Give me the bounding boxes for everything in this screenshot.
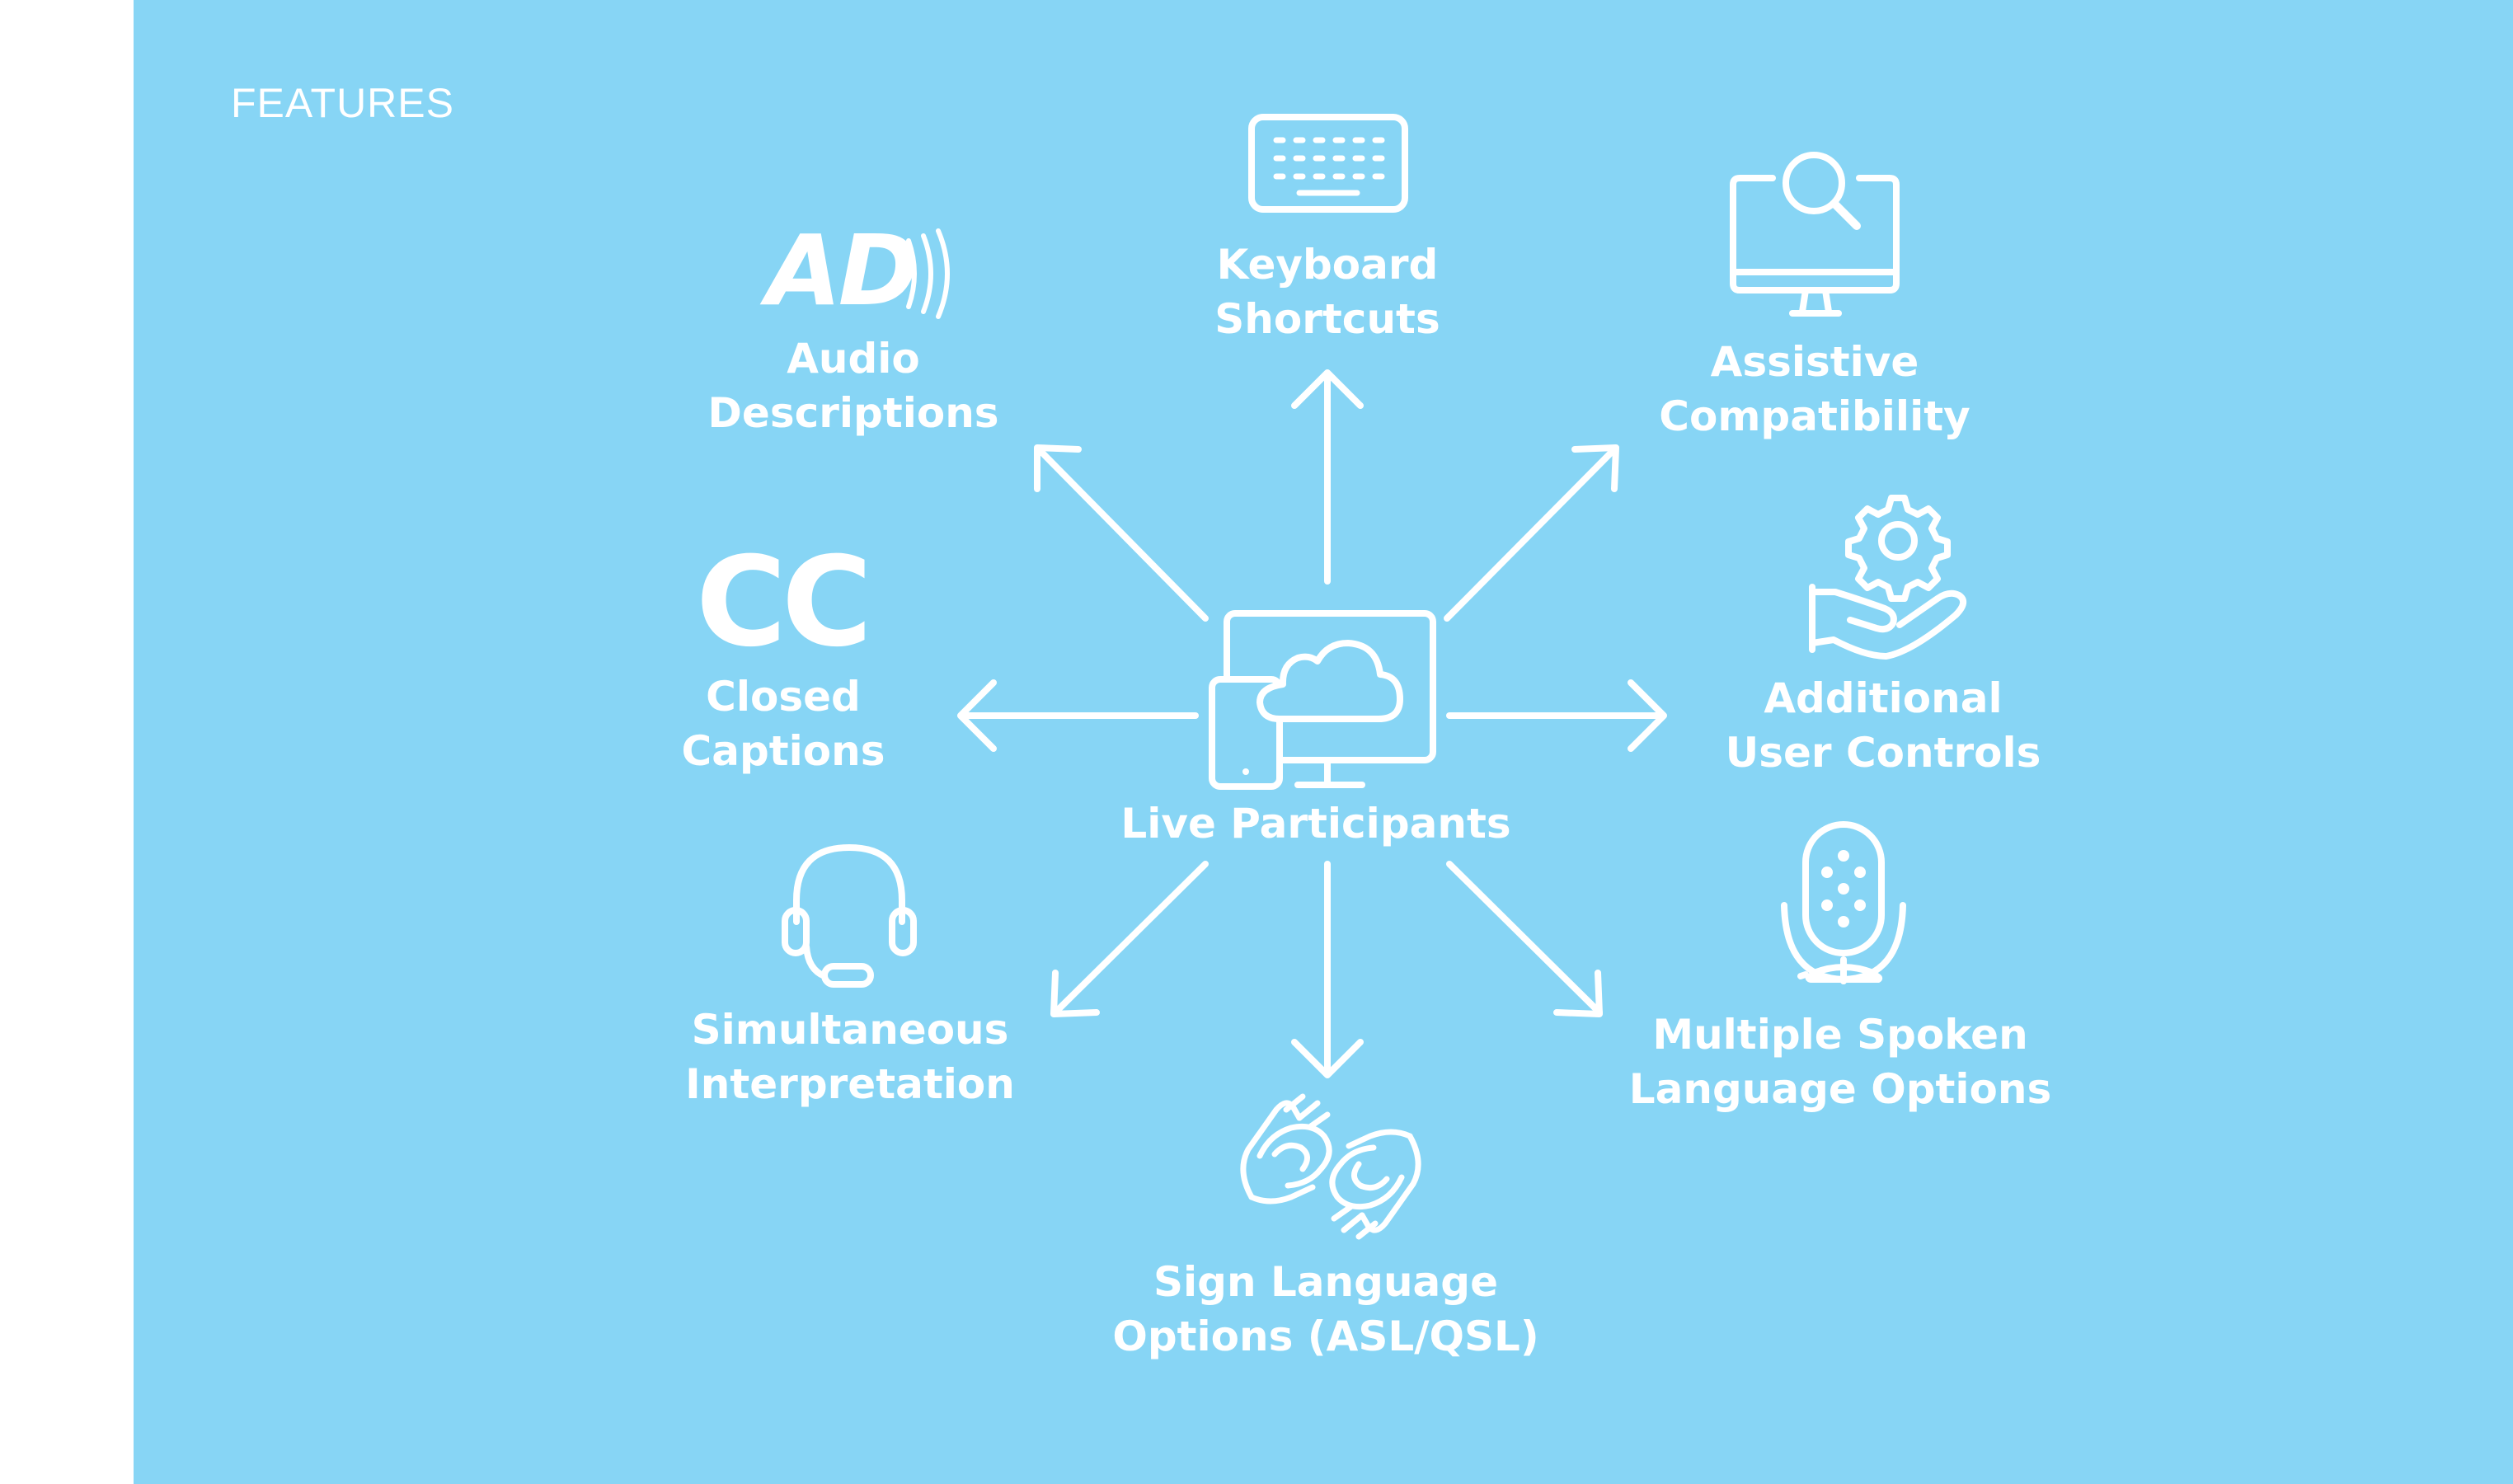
arrow-interpretation <box>1050 861 1209 1017</box>
feature-label-captions: Closed Captions <box>681 673 885 775</box>
feature-label-keyboard: Keyboard Shortcuts <box>1214 241 1440 343</box>
devices-cloud-icon <box>1209 610 1436 790</box>
sign-language-icon <box>1240 1093 1421 1240</box>
features-panel <box>134 0 2513 1484</box>
monitor-search-icon <box>1730 152 1900 317</box>
arrow-spoken <box>1446 861 1603 1017</box>
arrow-captions <box>957 679 1199 752</box>
feature-label-controls: Additional User Controls <box>1725 674 2041 777</box>
center-label: Live Participants <box>1120 800 1511 848</box>
feature-label-audio: Audio Descriptions <box>707 335 999 437</box>
arrow-assistive <box>1444 444 1619 622</box>
arrow-controls <box>1446 679 1667 752</box>
headset-icon <box>782 844 917 988</box>
arrow-keyboard <box>1291 369 1364 585</box>
arrow-sign <box>1291 861 1364 1078</box>
audio-wave-marks <box>906 228 950 319</box>
feature-label-spoken: Multiple Spoken Language Options <box>1628 1011 2052 1113</box>
feature-label-interpretation: Simultaneous Interpretation <box>685 1006 1015 1108</box>
audio-description-icon: AD <box>766 214 918 327</box>
closed-captions-icon: CC <box>695 531 872 674</box>
keyboard-icon <box>1248 114 1408 213</box>
microphone-icon <box>1781 821 1906 984</box>
feature-label-sign: Sign Language Options (ASL/QSL) <box>1112 1258 1539 1360</box>
arrow-audio <box>1034 444 1209 622</box>
feature-label-assistive: Assistive Compatibility <box>1659 338 1970 440</box>
hand-gear-icon <box>1809 495 1967 660</box>
section-title: FEATURES <box>231 80 454 126</box>
